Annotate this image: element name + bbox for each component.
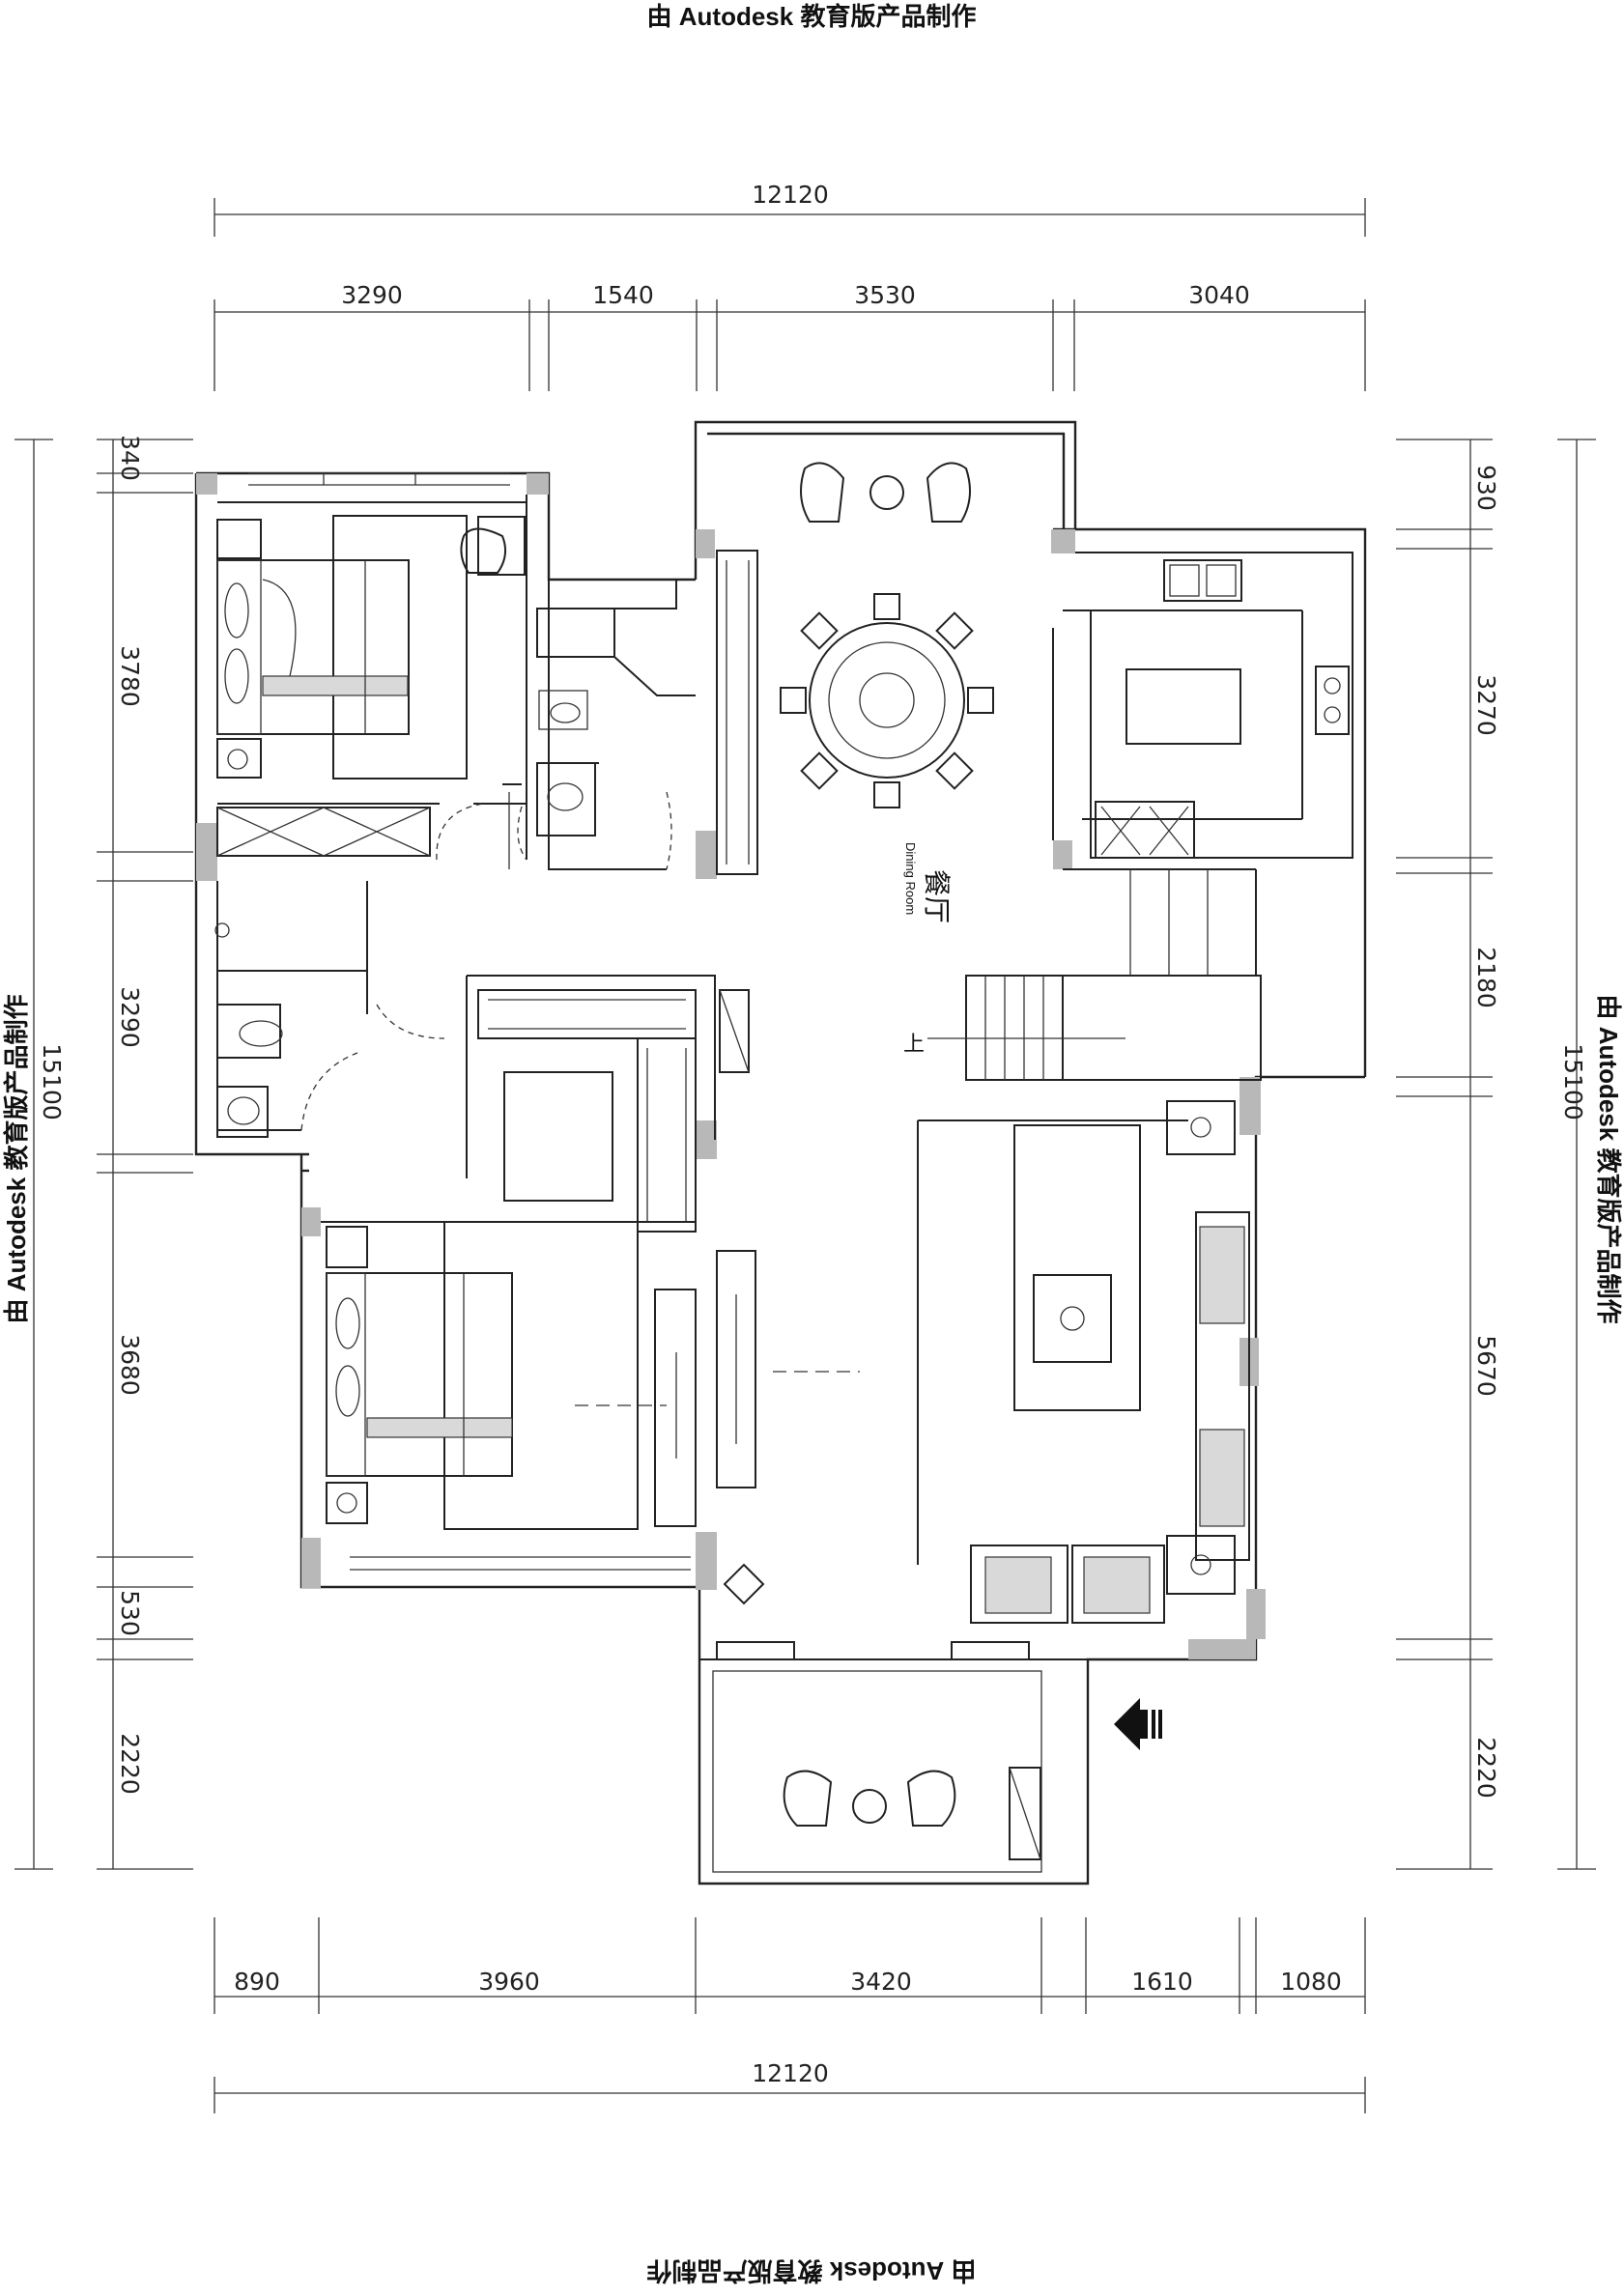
dim-right-3: 2180 — [1472, 947, 1500, 1008]
side-table-1 — [869, 475, 904, 510]
balcony-cabinet — [1009, 1767, 1041, 1860]
dim-left-1: 340 — [116, 435, 144, 481]
stair-up-label: 上 — [903, 1032, 925, 1056]
cooktop — [1315, 666, 1350, 735]
dining-chairs — [780, 593, 994, 808]
dim-left-6: 2220 — [116, 1733, 144, 1795]
ottoman — [503, 1071, 613, 1202]
dim-left-total: 15100 — [38, 1043, 66, 1120]
balcony — [699, 1658, 1088, 1873]
dim-bottom-3: 3420 — [850, 1968, 912, 1996]
dining-label-en: Dining Room — [903, 842, 918, 915]
left-dimension-chain: 15100 340 3780 3290 3680 530 2220 — [14, 435, 193, 1870]
tv-console — [716, 1250, 756, 1488]
dim-right-5: 2220 — [1472, 1737, 1500, 1799]
nightstand-top — [216, 519, 262, 559]
armchair-living-1 — [970, 1545, 1068, 1624]
watermark-top: 由 Autodesk 教育版产品制作 — [647, 2, 977, 31]
dim-right-4: 5670 — [1472, 1335, 1500, 1397]
dim-top-total: 12120 — [752, 181, 829, 209]
dim-bottom-4: 1610 — [1131, 1968, 1193, 1996]
armchair-living-2 — [1071, 1545, 1165, 1624]
dim-left-4: 3680 — [116, 1334, 144, 1396]
dim-bottom-1: 890 — [234, 1968, 280, 1996]
dim-left-5: 530 — [116, 1590, 144, 1636]
dim-right-1: 930 — [1472, 465, 1500, 511]
watermark-left: 由 Autodesk 教育版产品制作 — [2, 995, 31, 1324]
bedroom-upper — [216, 472, 527, 861]
armchair-2 — [926, 462, 971, 523]
bathroom-upper — [502, 580, 696, 870]
living-room — [716, 1100, 1250, 1660]
balcony-side-table — [852, 1789, 887, 1824]
dining-room: 餐厅 Dining Room — [716, 462, 994, 923]
dim-left-2: 3780 — [116, 645, 144, 707]
bathroom-left — [214, 881, 445, 1138]
wardrobe-lower — [443, 1221, 639, 1530]
walk-in-closet — [466, 975, 750, 1233]
end-table-top — [1166, 1100, 1236, 1155]
toilet — [538, 690, 588, 730]
entry-arrow-icon — [1114, 1698, 1162, 1750]
washbasin-upper — [536, 762, 596, 836]
staircase: 上 — [903, 868, 1262, 1081]
armchair-1 — [800, 462, 845, 523]
balcony-chair-2 — [906, 1770, 956, 1827]
toilet-left — [216, 1004, 281, 1059]
dim-right-total: 15100 — [1559, 1043, 1587, 1120]
dim-top-3: 3530 — [854, 281, 916, 309]
watermark-bottom: 由 Autodesk 教育版产品制作 — [647, 2256, 977, 2285]
wardrobe-frame — [332, 515, 468, 780]
bottom-dimension-chain: 890 3960 3420 1610 1080 12120 — [214, 1917, 1366, 2113]
dim-bottom-2: 3960 — [478, 1968, 540, 1996]
end-table-bottom — [1166, 1535, 1236, 1595]
watermark-right: 由 Autodesk 教育版产品制作 — [1594, 995, 1623, 1324]
coffee-table — [1033, 1274, 1112, 1363]
dim-right-2: 3270 — [1472, 674, 1500, 736]
bedroom-lower — [321, 1221, 697, 1571]
sofa — [1195, 1211, 1250, 1561]
dim-top-2: 1540 — [592, 281, 654, 309]
dim-top-1: 3290 — [341, 281, 403, 309]
bed — [216, 559, 410, 735]
dining-table — [809, 622, 965, 779]
dim-top-4: 3040 — [1188, 281, 1250, 309]
dining-label-cn: 餐厅 — [922, 869, 952, 923]
plant-pot — [723, 1563, 765, 1605]
dim-left-3: 3290 — [116, 986, 144, 1048]
sink — [1163, 559, 1242, 602]
rug — [1013, 1124, 1141, 1411]
nightstand-bottom — [216, 738, 262, 779]
structural-columns — [196, 473, 1266, 1659]
kitchen-island — [1125, 668, 1241, 745]
top-dimension-chain: 12120 3290 1540 3530 3040 — [214, 181, 1366, 391]
washbasin-left — [216, 1086, 269, 1138]
sideboard — [716, 550, 758, 875]
fridge — [1095, 801, 1195, 859]
right-dimension-chain: 15100 930 3270 2180 5670 2220 — [1396, 439, 1596, 1870]
balcony-chair-1 — [783, 1770, 833, 1827]
hanger-rows — [488, 999, 687, 1222]
dim-bottom-total: 12120 — [752, 2059, 829, 2087]
exterior-walls — [194, 420, 1367, 1885]
kitchen — [1052, 552, 1353, 859]
tv-cabinet-bedroom — [654, 1289, 697, 1527]
dim-bottom-5: 1080 — [1280, 1968, 1342, 1996]
